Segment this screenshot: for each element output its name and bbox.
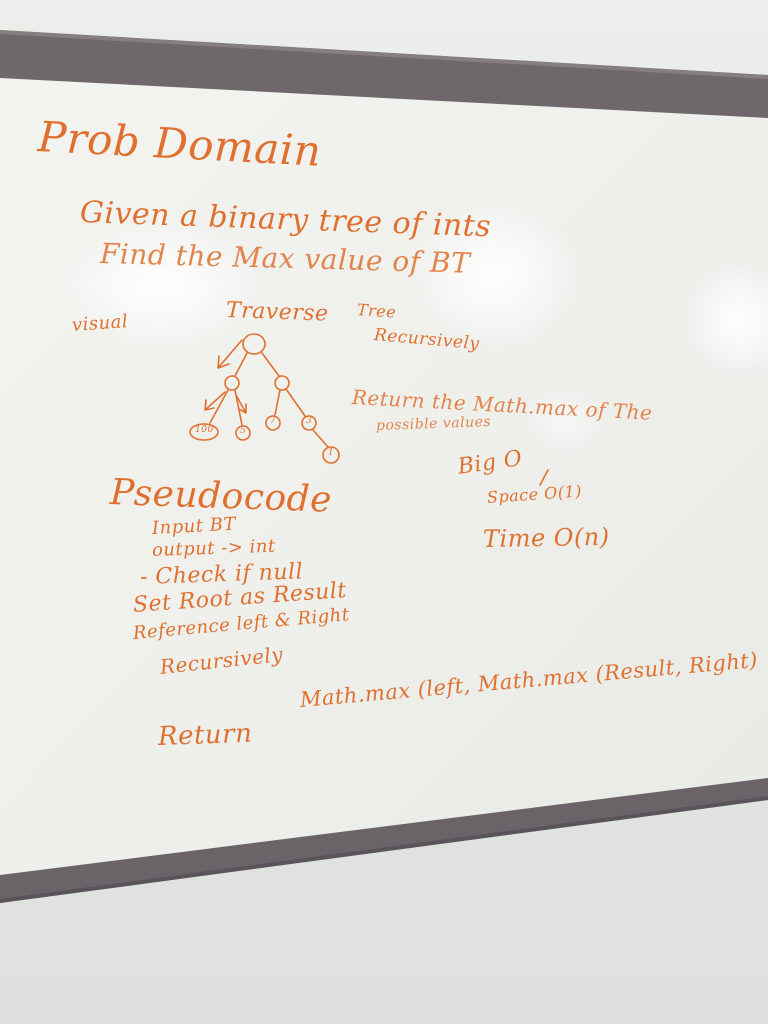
label-traverse: Traverse	[225, 298, 329, 327]
final-return-keyword: Return	[157, 718, 253, 752]
label-visual: visual	[71, 311, 129, 336]
traverse-arrow-2	[204, 391, 226, 411]
tree-node-right	[274, 375, 290, 391]
tree-leaf-label-5: 5	[240, 426, 247, 436]
tree-leaf-label-7: 7	[270, 416, 277, 426]
label-tree: Tree	[356, 300, 397, 322]
tree-leaf-5	[235, 425, 251, 441]
tree-leaf-1	[322, 446, 340, 464]
pseudocode-output: output -> int	[151, 535, 276, 561]
tree-leaf-3	[301, 415, 317, 431]
tree-leaf-label-100: 100	[195, 425, 214, 435]
time-complexity: Time O(n)	[482, 522, 610, 553]
tree-leaf-label-3: 3	[306, 416, 313, 426]
tree-leaf-label-1: 1	[328, 448, 335, 458]
traverse-arrow-3	[235, 394, 247, 414]
tree-node-left	[224, 375, 240, 391]
tree-leaf-100	[189, 423, 219, 441]
pseudocode-input: Input BT	[151, 513, 237, 539]
tree-leaf-7	[265, 415, 281, 431]
whiteboard-top-frame	[0, 30, 768, 118]
whiteboard-bottom-frame	[0, 778, 768, 903]
